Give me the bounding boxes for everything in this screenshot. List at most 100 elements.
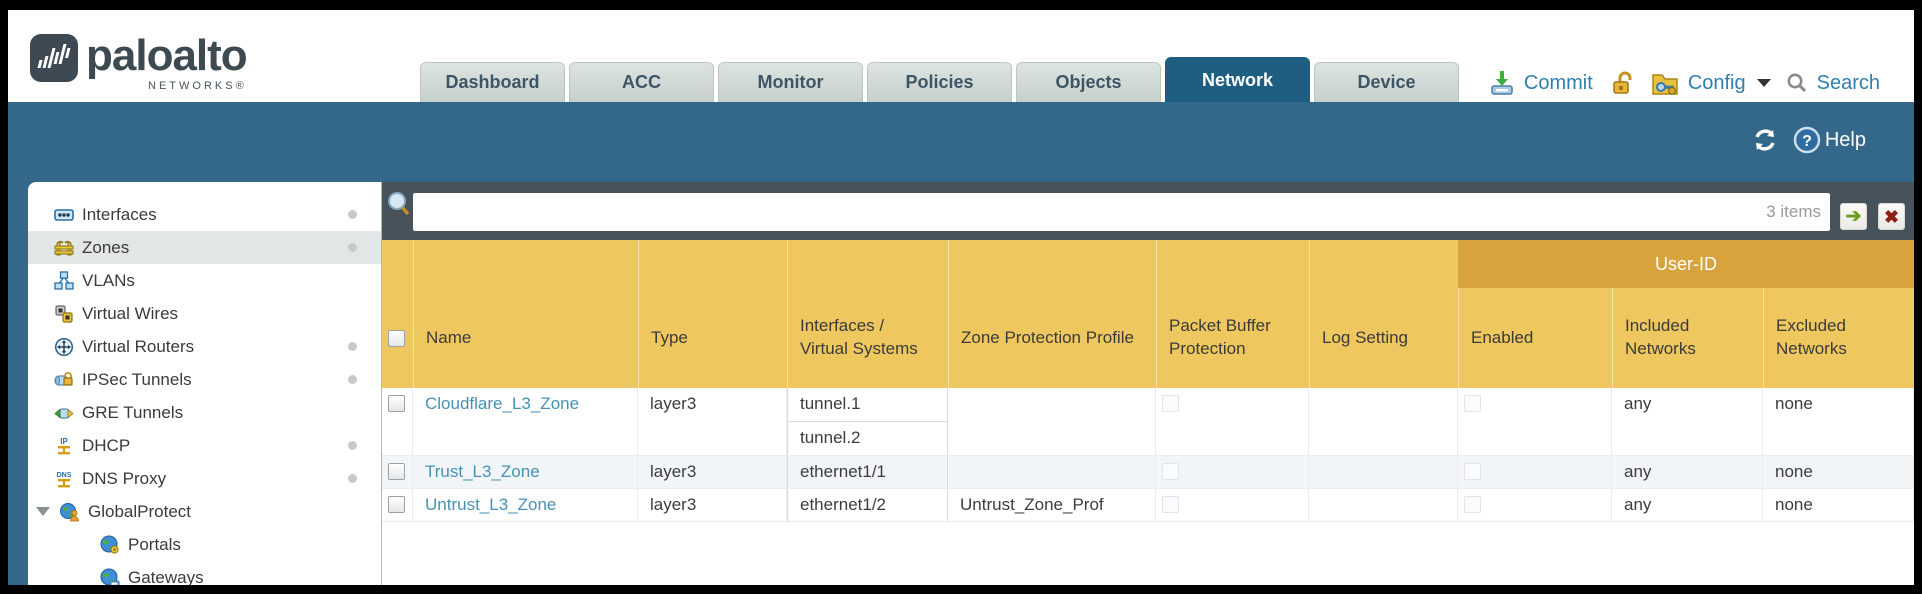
column-label: Type xyxy=(651,327,688,347)
green-arrow-icon: ➔ xyxy=(1845,206,1862,227)
row-checkbox[interactable] xyxy=(388,463,405,480)
packet-buffer-protection-checkbox[interactable] xyxy=(1162,496,1179,513)
commit-button[interactable]: Commit xyxy=(1523,71,1593,94)
search-icon[interactable] xyxy=(1786,72,1808,94)
column-label: Log Setting xyxy=(1322,327,1409,347)
help-label[interactable]: Help xyxy=(1824,128,1866,151)
user-id-enabled-checkbox[interactable] xyxy=(1464,395,1481,412)
sidebar-item-globalprotect[interactable]: GlobalProtect xyxy=(28,495,381,528)
chevron-down-icon[interactable] xyxy=(1756,79,1771,87)
table-row[interactable]: Untrust_L3_Zone layer3 ethernet1/2 Untru… xyxy=(382,489,1914,522)
user-id-enabled-checkbox[interactable] xyxy=(1464,496,1481,513)
log-setting-cell xyxy=(1309,456,1458,488)
clear-filter-button[interactable]: ✖ xyxy=(1878,203,1905,230)
filter-field: 3 items xyxy=(413,193,1830,231)
tab-policies[interactable]: Policies xyxy=(867,62,1012,102)
column-header-enabled[interactable]: Enabled xyxy=(1458,240,1612,388)
interface-entry: ethernet1/1 xyxy=(800,462,887,481)
zone-name-link[interactable]: Untrust_L3_Zone xyxy=(425,495,557,514)
sidebar-item-vlans[interactable]: VLANs xyxy=(28,264,381,297)
header-actions: Commit Config Search xyxy=(1489,70,1880,96)
gateways-icon xyxy=(100,568,120,585)
user-id-group-label: User-ID xyxy=(1655,253,1717,274)
column-header-log-setting[interactable]: Log Setting xyxy=(1309,240,1458,388)
sidebar-item-interfaces[interactable]: Interfaces xyxy=(28,198,381,231)
user-id-enabled-checkbox[interactable] xyxy=(1464,463,1481,480)
tab-device[interactable]: Device xyxy=(1314,62,1459,102)
apply-filter-button[interactable]: ➔ xyxy=(1840,203,1867,230)
column-header-zone-protection-profile[interactable]: Zone Protection Profile xyxy=(948,240,1156,388)
column-header-included-networks[interactable]: Included Networks xyxy=(1612,240,1763,388)
tab-monitor[interactable]: Monitor xyxy=(718,62,863,102)
sidebar-item-label: Portals xyxy=(128,534,181,554)
table-toolbar: 3 items ➔ ✖ xyxy=(382,182,1914,240)
sidebar-item-dns-proxy[interactable]: DNS DNS Proxy xyxy=(28,462,381,495)
sidebar-item-label: Zones xyxy=(82,237,130,257)
sidebar-item-dhcp[interactable]: IP DHCP xyxy=(28,429,381,462)
table-row[interactable]: Cloudflare_L3_Zone layer3 tunnel.1 tunne… xyxy=(382,388,1914,456)
sidebar-item-virtual-routers[interactable]: Virtual Routers xyxy=(28,330,381,363)
sidebar-item-portals[interactable]: Portals xyxy=(28,528,381,561)
status-dot xyxy=(348,375,357,384)
paloalto-logo: paloalto NETWORKS® xyxy=(30,34,248,92)
main-nav-tabs: Dashboard ACC Monitor Policies Objects N… xyxy=(420,57,1459,102)
column-header-excluded-networks[interactable]: Excluded Networks xyxy=(1763,240,1914,388)
tab-network[interactable]: Network xyxy=(1165,57,1310,102)
sidebar-item-label: GRE Tunnels xyxy=(82,402,184,422)
column-label: Interfaces / Virtual Systems xyxy=(800,316,918,358)
zone-name-link[interactable]: Trust_L3_Zone xyxy=(425,462,540,481)
column-label: Name xyxy=(426,327,472,347)
zones-table-body: Cloudflare_L3_Zone layer3 tunnel.1 tunne… xyxy=(382,388,1914,522)
refresh-icon[interactable] xyxy=(1751,126,1779,154)
status-dot xyxy=(348,474,357,483)
excluded-networks-cell: none xyxy=(1763,456,1914,488)
expander-icon[interactable] xyxy=(36,507,50,516)
portals-icon xyxy=(100,535,119,554)
lock-icon[interactable] xyxy=(1610,70,1636,96)
sidebar-item-virtual-wires[interactable]: Virtual Wires xyxy=(28,297,381,330)
column-header-packet-buffer-protection[interactable]: Packet Buffer Protection xyxy=(1156,240,1309,388)
sidebar-item-ipsec-tunnels[interactable]: IPSec Tunnels xyxy=(28,363,381,396)
config-icon[interactable] xyxy=(1651,70,1679,96)
interfaces-cell: ethernet1/1 xyxy=(787,456,948,488)
column-header-interfaces[interactable]: Interfaces / Virtual Systems xyxy=(787,240,948,388)
tab-dashboard[interactable]: Dashboard xyxy=(420,62,565,102)
sidebar-item-label: Gateways xyxy=(128,567,204,586)
commit-icon[interactable] xyxy=(1489,70,1515,96)
select-all-checkbox[interactable] xyxy=(388,329,405,347)
search-button[interactable]: Search xyxy=(1816,71,1880,94)
sidebar-item-zones[interactable]: Zones xyxy=(28,231,381,264)
clear-x-icon: ✖ xyxy=(1883,206,1900,227)
sidebar-item-gre-tunnels[interactable]: GRE Tunnels xyxy=(28,396,381,429)
paloalto-logo-icon xyxy=(30,34,78,82)
tab-acc[interactable]: ACC xyxy=(569,62,714,102)
log-setting-cell xyxy=(1309,388,1458,455)
table-row[interactable]: Trust_L3_Zone layer3 ethernet1/1 any non… xyxy=(382,456,1914,489)
zone-protection-profile-cell xyxy=(948,456,1156,488)
sidebar-item-label: DHCP xyxy=(82,435,131,455)
row-checkbox[interactable] xyxy=(388,496,405,513)
tab-objects[interactable]: Objects xyxy=(1016,62,1161,102)
sidebar-item-label: Virtual Routers xyxy=(82,336,195,356)
column-header-type[interactable]: Type xyxy=(638,240,787,388)
top-header-bar: paloalto NETWORKS® Dashboard ACC Monitor… xyxy=(8,10,1914,102)
status-dot xyxy=(348,243,357,252)
column-header-name[interactable]: Name xyxy=(413,240,638,388)
row-checkbox[interactable] xyxy=(388,395,405,412)
status-dot xyxy=(348,441,357,450)
svg-text:?: ? xyxy=(1802,133,1812,150)
help-icon[interactable]: ? xyxy=(1793,126,1821,154)
column-label: Packet Buffer Protection xyxy=(1169,316,1271,358)
interface-entry: ethernet1/2 xyxy=(800,495,887,514)
filter-input[interactable] xyxy=(413,193,1767,231)
zone-type-cell: layer3 xyxy=(638,489,787,521)
zone-name-link[interactable]: Cloudflare_L3_Zone xyxy=(425,394,580,413)
sidebar-item-gateways[interactable]: Gateways xyxy=(28,561,381,585)
packet-buffer-protection-checkbox[interactable] xyxy=(1162,463,1179,480)
config-menu[interactable]: Config xyxy=(1687,71,1746,94)
column-label: Excluded Networks xyxy=(1776,316,1847,358)
included-networks-cell: any xyxy=(1612,388,1763,455)
dhcp-icon: IP xyxy=(58,437,70,454)
packet-buffer-protection-checkbox[interactable] xyxy=(1162,395,1179,412)
status-dot xyxy=(348,342,357,351)
